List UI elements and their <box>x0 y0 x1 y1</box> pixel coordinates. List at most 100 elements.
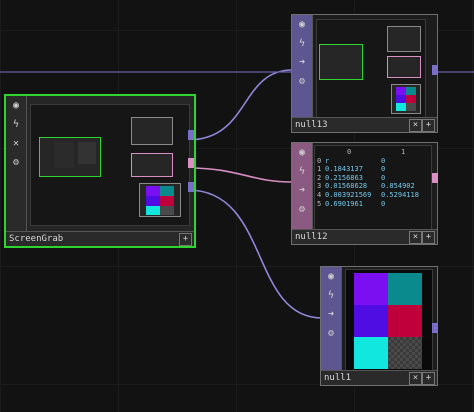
null1-icon-strip: ◉ ϟ ➜ ⚙ <box>321 267 342 371</box>
header-col-1: 1 <box>401 148 406 156</box>
null12-name-bar: null12 × + <box>292 229 437 244</box>
close-small-icon[interactable]: × <box>409 372 422 385</box>
mini-node-b <box>131 117 173 145</box>
null13-swatch-5 <box>396 103 406 111</box>
header-col-0: 0 <box>347 148 352 156</box>
mini-swatch-2 <box>160 186 174 196</box>
mini-swatch-1 <box>146 186 160 196</box>
screengrab-name[interactable]: ScreenGrab <box>9 234 64 244</box>
mini-node-c <box>131 153 173 177</box>
cell-value: 0 <box>381 199 386 208</box>
null13-swatch-4 <box>406 95 416 103</box>
cog-icon[interactable]: ⚙ <box>298 76 306 87</box>
swatch-cyan <box>354 337 388 369</box>
cell-value: 0.1843137 <box>325 165 363 174</box>
add-icon[interactable]: + <box>422 372 435 385</box>
viewer-toggle-icon[interactable]: ◉ <box>298 19 306 30</box>
cog-icon[interactable]: ⚙ <box>298 204 306 215</box>
row-index: 0 <box>317 156 322 165</box>
cog-icon[interactable]: ⚙ <box>12 157 20 168</box>
null1-name-bar: null1 × + <box>321 370 437 385</box>
mini-node-a-preview <box>54 142 74 168</box>
add-icon[interactable]: + <box>179 233 192 246</box>
null13-name[interactable]: null13 <box>295 120 328 130</box>
screengrab-output-2[interactable] <box>188 158 194 168</box>
cell-value: 0.003921569 <box>325 190 372 199</box>
null13-mini-d <box>391 84 421 114</box>
null12-icon-strip: ◉ ϟ ➜ ⚙ <box>292 143 313 230</box>
null12-table-viewer: 0 1 0 r 0 1 0.1843137 0 2 0.2156863 0 3 … <box>314 145 432 231</box>
lightning-icon[interactable]: ϟ <box>298 38 306 49</box>
null12-node[interactable]: ◉ ϟ ➜ ⚙ 0 1 0 r 0 1 0.1843137 0 2 0.2156… <box>291 142 438 245</box>
row-index: 4 <box>317 190 322 199</box>
close-small-icon[interactable]: × <box>409 231 422 244</box>
cell-value: 0 <box>381 165 386 174</box>
screengrab-node[interactable]: ◉ ϟ ✕ ⚙ ScreenGrab + <box>4 94 196 248</box>
null1-output[interactable] <box>432 323 438 333</box>
swatch-crimson <box>388 305 422 337</box>
mini-node-d <box>139 183 181 217</box>
screengrab-icon-strip: ◉ ϟ ✕ ⚙ <box>6 96 27 232</box>
cell-value: 0.6901961 <box>325 199 363 208</box>
screengrab-output-3[interactable] <box>188 182 194 192</box>
cell-value: 0.5294118 <box>381 190 419 199</box>
cell-value: 0 <box>381 156 386 165</box>
screengrab-output-1[interactable] <box>188 130 194 140</box>
cell-value: r <box>325 156 330 165</box>
null13-mini-a <box>319 44 363 80</box>
null13-icon-strip: ◉ ϟ ➜ ⚙ <box>292 15 313 118</box>
swatch-purple <box>354 273 388 305</box>
close-small-icon[interactable]: × <box>409 119 422 132</box>
null1-image-viewer <box>345 269 433 371</box>
input-arrow-icon[interactable]: ➜ <box>298 57 306 68</box>
cell-value: 0.01568628 <box>325 182 368 191</box>
wire-screengrab-to-null1 <box>187 189 323 319</box>
null13-swatch-2 <box>406 87 416 95</box>
null12-name[interactable]: null12 <box>295 232 328 242</box>
swatch-transparent-checker <box>388 337 422 369</box>
null13-swatch-3 <box>396 95 406 103</box>
viewer-toggle-icon[interactable]: ◉ <box>298 147 306 158</box>
null13-swatch-6 <box>406 103 416 111</box>
lightning-icon[interactable]: ϟ <box>12 119 20 130</box>
row-index: 5 <box>317 199 322 208</box>
mini-swatch-3 <box>146 196 160 206</box>
input-arrow-icon[interactable]: ➜ <box>327 309 335 320</box>
add-icon[interactable]: + <box>422 119 435 132</box>
null13-output[interactable] <box>432 65 438 75</box>
close-icon[interactable]: ✕ <box>12 138 20 149</box>
row-index: 1 <box>317 165 322 174</box>
swatch-indigo <box>354 305 388 337</box>
cog-icon[interactable]: ⚙ <box>327 328 335 339</box>
cell-value: 0.2156863 <box>325 173 363 182</box>
null13-node[interactable]: ◉ ϟ ➜ ⚙ null13 × + <box>291 14 438 133</box>
wire-screengrab-to-null12 <box>187 167 293 183</box>
cell-value: 0.854902 <box>381 182 415 191</box>
mini-node-a-preview-2 <box>78 142 96 164</box>
null13-swatch-1 <box>396 87 406 95</box>
mini-node-a <box>39 137 101 177</box>
wire-screengrab-to-null13 <box>187 69 293 141</box>
screengrab-name-bar: ScreenGrab + <box>6 231 194 246</box>
lightning-icon[interactable]: ϟ <box>298 166 306 177</box>
cell-value: 0 <box>381 173 386 182</box>
row-index: 3 <box>317 182 322 191</box>
null13-mini-c <box>387 56 421 78</box>
screengrab-network-viewer <box>30 104 190 226</box>
viewer-toggle-icon[interactable]: ◉ <box>12 100 20 111</box>
lightning-icon[interactable]: ϟ <box>327 290 335 301</box>
null1-name[interactable]: null1 <box>324 373 352 383</box>
mini-swatch-4 <box>160 196 174 206</box>
add-icon[interactable]: + <box>422 231 435 244</box>
null13-name-bar: null13 × + <box>292 117 437 132</box>
null13-network-viewer <box>316 19 426 119</box>
input-arrow-icon[interactable]: ➜ <box>298 185 306 196</box>
mini-swatch-5 <box>146 206 160 215</box>
mini-swatch-6 <box>160 206 174 215</box>
null1-node[interactable]: ◉ ϟ ➜ ⚙ null1 × + <box>320 266 438 386</box>
null12-output[interactable] <box>432 173 438 183</box>
viewer-toggle-icon[interactable]: ◉ <box>327 271 335 282</box>
swatch-teal <box>388 273 422 305</box>
null13-mini-b <box>387 26 421 52</box>
